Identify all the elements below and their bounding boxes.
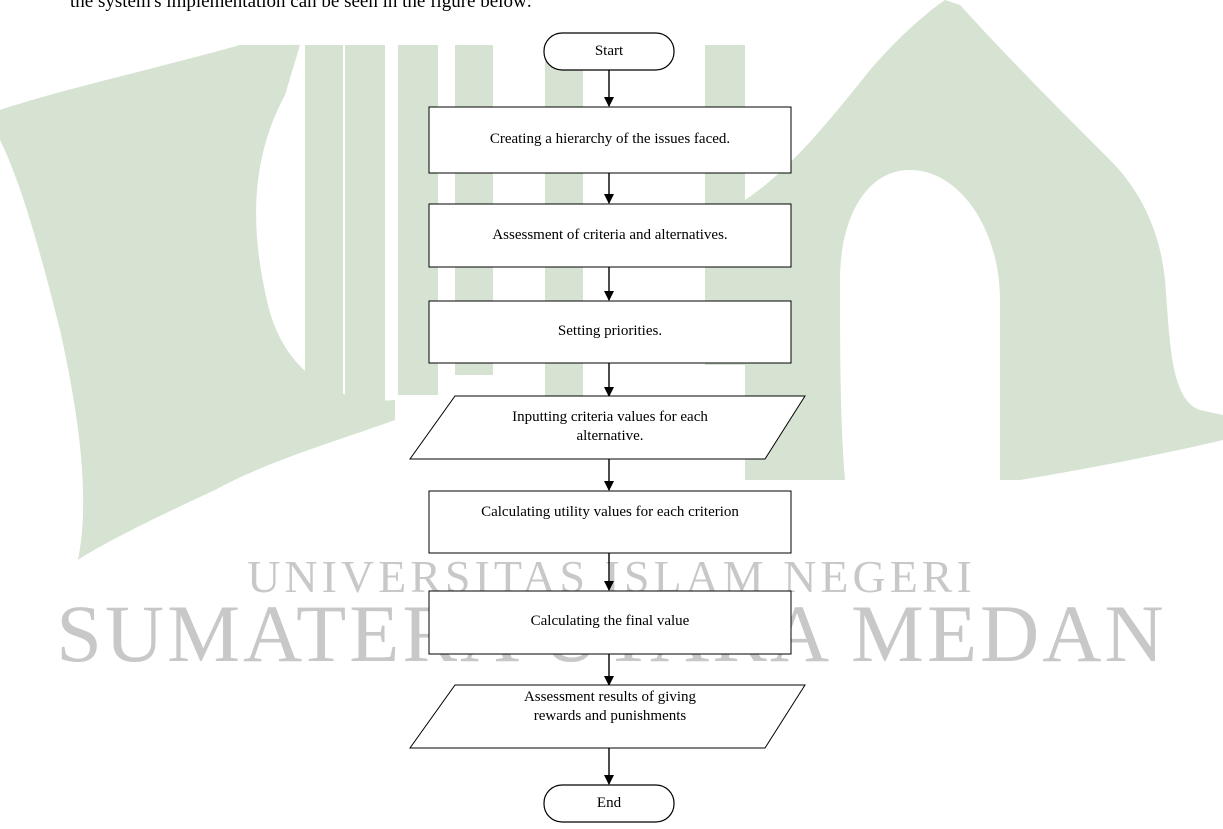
watermark-bar-1	[305, 45, 343, 430]
output-parallelogram	[409, 684, 806, 749]
end-terminator	[543, 784, 675, 823]
step2-label: Assessment of criteria and alternatives.	[492, 227, 728, 243]
step1-label: Creating a hierarchy of the issues faced…	[489, 131, 731, 147]
watermark-left-arm	[0, 45, 395, 560]
start-label: Start	[594, 43, 624, 59]
caption-text: the system's implementation can be seen …	[70, 0, 532, 12]
process-box-step1	[428, 106, 792, 174]
end-label: End	[596, 795, 622, 811]
step5-label: Calculating the final value	[530, 613, 690, 629]
process-box-step2	[428, 203, 792, 268]
process-box-step5	[428, 590, 792, 655]
input-label: Inputting criteria values for each alter…	[512, 409, 708, 444]
watermark-dome	[745, 0, 1223, 480]
step3-label: Setting priorities.	[557, 323, 663, 339]
step4-label: Calculating utility values for each crit…	[481, 504, 739, 520]
process-box-step4	[428, 490, 792, 554]
output-label: Assessment results of giving rewards and…	[523, 689, 697, 724]
process-box-step3	[428, 300, 792, 364]
input-parallelogram	[409, 395, 806, 460]
watermark-bar-2	[345, 45, 385, 410]
